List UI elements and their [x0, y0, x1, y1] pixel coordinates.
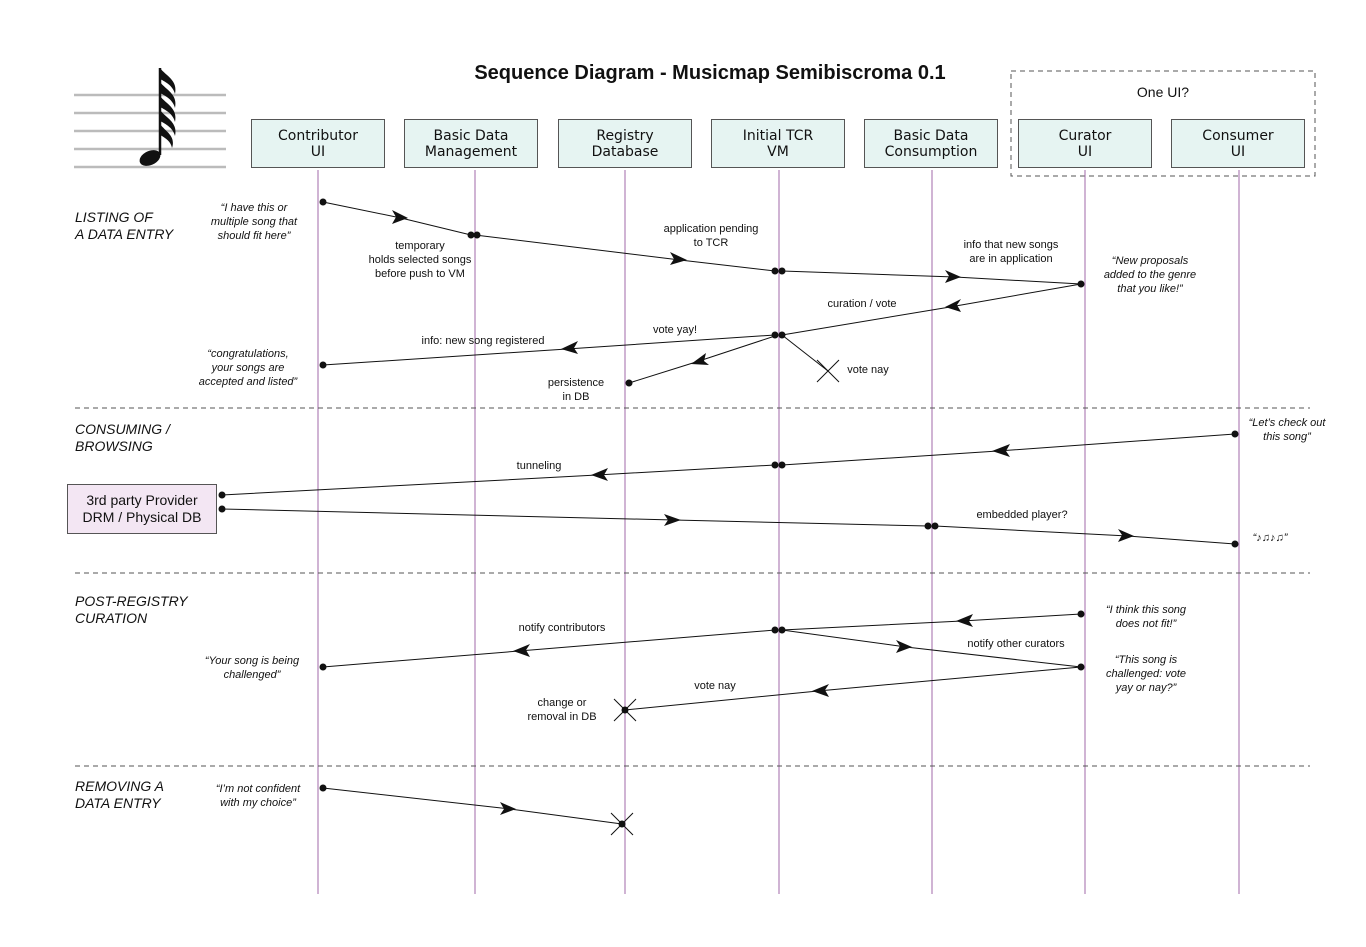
- msg-contributor-to-registry-remove: [322, 787, 623, 825]
- destruction-crosses: [610, 359, 840, 836]
- label-vote-nay-1: vote nay: [847, 364, 889, 376]
- label-curation-vote: curation / vote: [827, 298, 897, 310]
- section-separators: [75, 407, 1310, 767]
- one-ui-group-label: One UI?: [1136, 84, 1190, 100]
- label-info-registered: info: new song registered: [421, 335, 545, 347]
- lifelines: [317, 170, 1240, 894]
- label-tunneling: tunneling: [516, 460, 562, 472]
- messages: [221, 201, 1236, 825]
- label-notify-curators: notify other curators: [967, 638, 1065, 650]
- msg-consumer-to-tcr: [781, 433, 1236, 466]
- section-consuming: CONSUMING /BROWSING: [75, 421, 170, 454]
- msg-tcr-to-contributor-notify: [322, 629, 776, 668]
- music-note-logo: [74, 68, 226, 169]
- endpoint-dots: [218, 198, 1239, 828]
- msg-provider-to-bdc: [221, 508, 929, 527]
- arrowheads: [392, 210, 1134, 815]
- msg-tcr-to-provider: [221, 464, 776, 496]
- page-title: Sequence Diagram - Musicmap Semibiscroma…: [474, 62, 946, 84]
- label-vote-yay: vote yay!: [652, 324, 698, 336]
- one-ui-group-box: [1010, 70, 1316, 177]
- label-notify-contributors: notify contributors: [518, 622, 606, 634]
- quote-music-notes: “♪♫♪♫”: [1252, 532, 1288, 544]
- label-embedded-player: embedded player?: [976, 509, 1068, 521]
- msg-tcr-vote-nay: [781, 334, 829, 372]
- label-vote-nay-2: vote nay: [694, 680, 736, 692]
- third-party-provider-box: 3rd party Provider DRM / Physical DB: [67, 484, 217, 534]
